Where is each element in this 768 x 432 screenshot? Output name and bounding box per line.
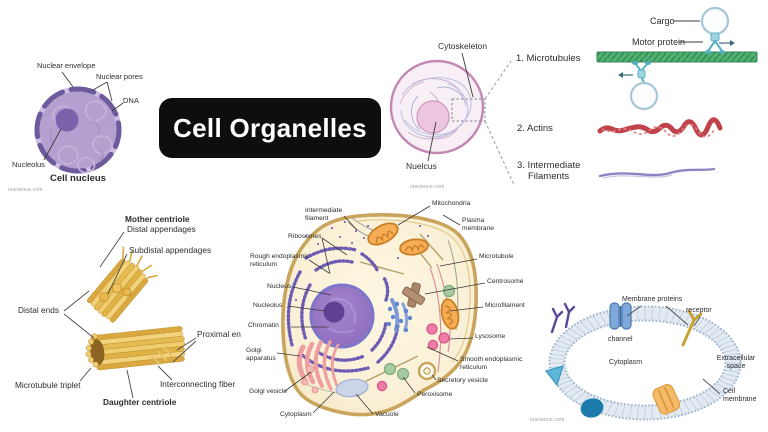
label-microtubule-triplet: Microtubule triplet (15, 380, 81, 390)
label-distal-appendages: Distal appendages (127, 224, 196, 234)
label-golgi-apparatus: Golgi apparatus (246, 347, 276, 362)
label-microfilament: Microfilament (485, 302, 525, 309)
list-item-microtubules: 1. Microtubules (516, 53, 581, 64)
label-nucleolus: Nucleolus (12, 160, 45, 169)
watermark: rsscience.com (8, 187, 43, 193)
label-peroxisome: Peroxisome (417, 391, 453, 398)
label-interconnecting-fiber: Interconnecting fiber (160, 379, 236, 389)
label-cell-nucleus-organelle: Nucleus (267, 283, 292, 290)
label-chromatin: Chromatin (248, 322, 279, 329)
label-cytoplasm: Cytoplasm (280, 411, 312, 418)
label-dna: DNA (123, 96, 139, 105)
label-cargo: Cargo (650, 16, 675, 26)
label-cytoskeleton: Cytoskeleton (438, 41, 488, 51)
label-rough-er: Rough endoplasmic reticulum (250, 253, 310, 268)
label-mitochondria: Mitochondria (432, 200, 471, 207)
label-channel: channel (608, 336, 633, 343)
label-nuclear-envelope: Nuclear envelope (37, 61, 96, 70)
filament-types-illustration (596, 6, 758, 179)
label-smooth-er: Smooth endoplasmic reticulum (460, 356, 523, 371)
label-nuclear-pores: Nuclear pores (96, 72, 143, 81)
label-distal-ends: Distal ends (18, 305, 60, 315)
label-subdistal-appendages: Subdistal appendages (129, 245, 212, 255)
cell-nucleus-illustration (34, 71, 124, 174)
centriole-illustration (63, 231, 197, 399)
label-intermediate-filament: Intermediate filament (305, 207, 343, 222)
watermark: rsscience.com (530, 417, 565, 423)
title-banner: Cell Organelles (159, 98, 381, 158)
label-ribosomes: Ribosomes (288, 233, 322, 240)
label-plasma-membrane: Plasma membrane (462, 217, 494, 232)
label-secretory-vesicle: Secretory vesicle (437, 377, 488, 384)
label-golgi-vesicle: Golgi vesicle (249, 388, 287, 395)
label-cell-membrane: Cell membrane (723, 388, 757, 403)
cell-membrane-illustration (544, 302, 742, 421)
label-membrane-proteins: Membrane proteins (622, 296, 683, 303)
animal-cell-illustration (276, 205, 486, 417)
label-vacuole: Vacuole (375, 411, 399, 418)
label-receptor: receptor (686, 307, 712, 314)
label-proximal-end: Proximal en (197, 329, 241, 339)
label-mother-centriole: Mother centriole (125, 214, 190, 224)
list-item-intermediate-filaments: 3. Intermediate Filaments (517, 160, 581, 182)
label-microtubule: Microtubule (479, 253, 514, 260)
list-item-actins: 2. Actins (517, 123, 553, 134)
watermark: rsscience.com (410, 184, 445, 190)
page-title: Cell Organelles (173, 112, 367, 143)
label-lysosome: Lysosome (475, 333, 506, 340)
label-daughter-centriole: Daughter centriole (103, 397, 177, 407)
label-cytoskeleton-nucleus: Nuelcus (406, 161, 437, 171)
cytoskeleton-illustration (389, 52, 515, 186)
label-extracellular-space: Extracellular space (716, 355, 756, 370)
label-membrane-cytoplasm: Cytoplasm (609, 359, 643, 366)
label-motor-protein: Motor protein (632, 37, 686, 47)
caption-cell-nucleus: Cell nucleus (50, 173, 106, 184)
label-cell-nucleolus: Nucleolus (253, 302, 283, 309)
label-centrosome: Centrosome (487, 278, 524, 285)
